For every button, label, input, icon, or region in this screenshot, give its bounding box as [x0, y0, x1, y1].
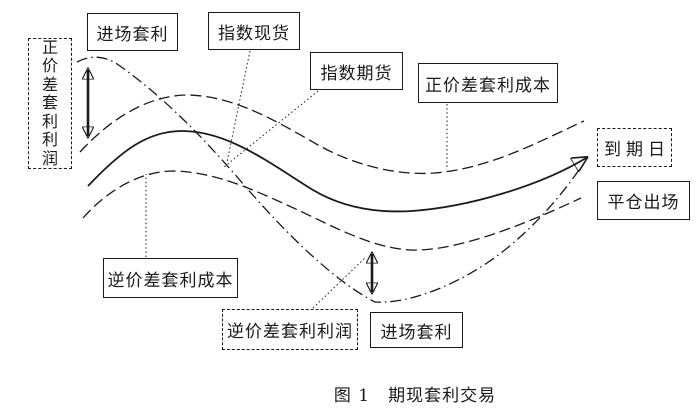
expiry-date-label-box: 到期日 [597, 128, 672, 167]
positive-profit-label: 正价差套利利润 [41, 37, 58, 168]
index-spot-label-box: 指数现货 [208, 12, 300, 50]
positive-cost-label-box: 正价差套利成本 [418, 63, 558, 103]
negative-cost-label: 逆价差套利成本 [107, 270, 234, 291]
index-futures-curve [76, 56, 582, 303]
index-futures-label: 指数期货 [320, 63, 393, 84]
positive-cost-curve [79, 94, 585, 175]
positive-cost-label: 正价差套利成本 [425, 75, 551, 96]
enter-arbitrage-bottom-label: 进场套利 [380, 322, 453, 343]
enter-arbitrage-top-label: 进场套利 [96, 24, 169, 45]
expiry-date-label: 到期日 [604, 140, 670, 160]
negative-cost-label-box: 逆价差套利成本 [103, 258, 238, 298]
positive-profit-label-box: 正价差套利利润 [28, 38, 72, 169]
index-futures-label-box: 指数期货 [310, 52, 403, 90]
negative-profit-label: 逆价差套利利润 [227, 322, 353, 342]
figure-caption: 图 1 期现套利交易 [333, 386, 497, 406]
enter-arbitrage-top-label-box: 进场套利 [87, 13, 178, 51]
spot-leader-line [226, 50, 251, 163]
close-position-label-box: 平仓出场 [597, 181, 690, 220]
enter-arbitrage-bottom-label-box: 进场套利 [370, 312, 463, 348]
negative-cost-curve [82, 170, 582, 251]
index-spot-label: 指数现货 [218, 23, 290, 44]
close-position-label: 平仓出场 [607, 193, 680, 213]
negative-profit-label-box: 逆价差套利利润 [222, 309, 358, 350]
futures-leader-line [223, 90, 319, 168]
index-spot-curve [87, 130, 586, 213]
neg-profit-leader-line [312, 256, 367, 309]
